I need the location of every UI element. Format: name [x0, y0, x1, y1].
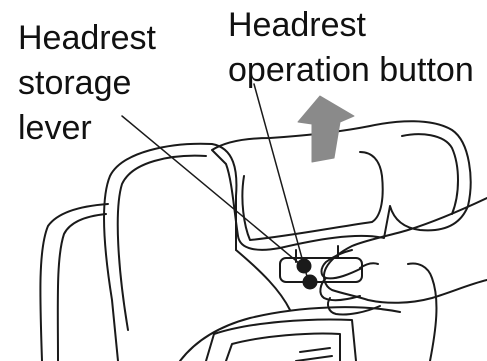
seat-right-wing	[408, 264, 436, 361]
label-line: Headrest	[228, 3, 474, 48]
headrest-cushion	[212, 121, 471, 250]
seat-back-slot	[296, 348, 332, 361]
headrest-storage-lever-label: Headrest storage lever	[18, 16, 156, 151]
label-line: lever	[18, 106, 156, 151]
label-line: Headrest	[18, 16, 156, 61]
label-line: operation button	[228, 48, 474, 93]
seat-shell-inner-left	[58, 214, 106, 361]
headrest-seam	[242, 152, 382, 240]
seat-side-bolster-seam	[118, 156, 206, 330]
seat-side-bolster	[104, 144, 236, 361]
headrest-operation-button-label: Headrest operation button	[228, 3, 474, 93]
headrest-operation-button	[304, 276, 317, 289]
seat-shell-left	[40, 204, 108, 361]
headrest-right-seam	[402, 134, 458, 214]
label-line: storage	[18, 61, 156, 106]
up-arrow-icon	[298, 96, 354, 162]
